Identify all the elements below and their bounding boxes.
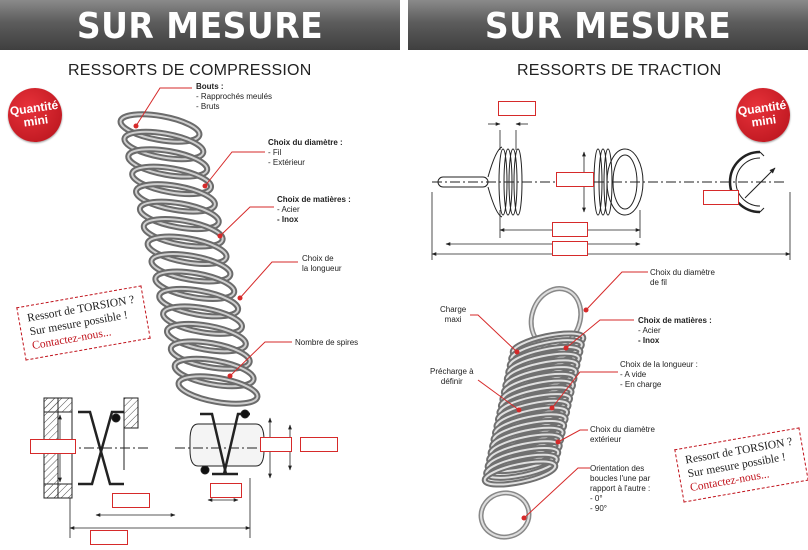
label-matieres-traction: Choix de matières :- Acier- Inox — [638, 316, 712, 345]
compression-coil-highlight — [146, 235, 228, 265]
dim-input-length[interactable] — [90, 530, 128, 545]
traction-drawing-ring — [603, 148, 613, 216]
trac-input-wire[interactable] — [498, 101, 536, 116]
right-banner: SUR MESURE — [408, 0, 808, 50]
left-banner: SUR MESURE — [0, 0, 400, 50]
dim-input-pitch[interactable] — [112, 493, 150, 508]
right-banner-title: SUR MESURE — [484, 3, 732, 47]
label-diametre: Choix du diamètre :- Fil- Extérieur — [268, 138, 343, 167]
traction-leaders — [470, 271, 648, 519]
dim-input-free-diameter[interactable] — [30, 439, 76, 454]
compression-coil-highlight — [169, 340, 251, 370]
traction-drawing-ring — [593, 148, 603, 216]
traction-drawing-ring — [498, 148, 508, 216]
dim-input-outer-diameter[interactable] — [300, 437, 338, 452]
compression-coil-highlight — [142, 218, 224, 248]
traction-drawing-ring — [513, 148, 523, 216]
compression-coil-highlight — [165, 322, 247, 353]
compression-spring — [117, 111, 261, 407]
dim-input-inner-diameter[interactable] — [260, 437, 292, 452]
left-banner-title: SUR MESURE — [76, 3, 324, 47]
compression-coil-highlight — [162, 305, 243, 335]
label-spires: Nombre de spires — [295, 338, 359, 347]
trac-input-body-length[interactable] — [552, 222, 588, 237]
dim-input-wire[interactable] — [210, 483, 242, 498]
compression-coil-highlight — [127, 148, 209, 178]
trac-input-length-hooks[interactable] — [552, 241, 588, 256]
compression-coil-highlight — [135, 183, 216, 213]
traction-drawing-ring — [503, 148, 513, 216]
label-matieres: Choix de matières :- Acier- Inox — [277, 195, 351, 224]
traction-title: RESSORTS DE TRACTION — [517, 62, 722, 79]
label-bouts: Bouts :- Rapprochés meulés- Bruts — [196, 82, 273, 111]
compression-leaders — [135, 87, 298, 377]
traction-spring — [478, 286, 587, 540]
compression-coil-highlight — [158, 287, 240, 318]
compression-leader-dots — [133, 123, 243, 379]
compression-coil-highlight — [173, 357, 255, 388]
compression-coil-highlight — [123, 130, 205, 161]
trac-input-diameter[interactable] — [556, 172, 594, 187]
traction-coil-highlight — [483, 460, 557, 486]
compression-coil-highlight — [138, 200, 220, 231]
traction-leader-dots — [514, 307, 589, 521]
trac-input-angle[interactable] — [703, 190, 739, 205]
compression-title: RESSORTS DE COMPRESSION — [68, 62, 312, 79]
compression-coil-highlight — [131, 165, 213, 196]
compression-coil-highlight — [154, 270, 236, 300]
label-longueur-traction: Choix de la longueur :- A vide- En charg… — [620, 360, 698, 389]
compression-coil-highlight — [150, 253, 232, 283]
traction-technical-drawing — [432, 146, 785, 218]
compression-coil-highlight — [119, 113, 201, 143]
traction-drawing-ring — [508, 148, 518, 216]
compression-coil-highlight — [177, 375, 259, 405]
